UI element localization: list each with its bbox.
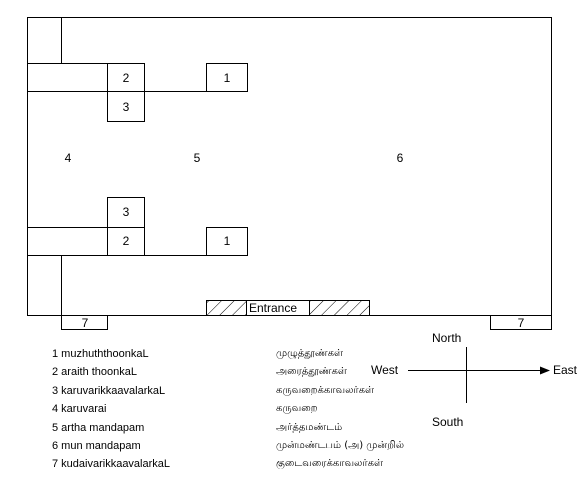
pillar-bottom-upper: 3	[107, 197, 145, 228]
karuvarai-label: 4	[65, 151, 72, 165]
pillar-top-lower-label: 3	[123, 100, 130, 114]
legend: 1 muzhuththoonkaL முழுத்தூண்கள் 2 araith…	[52, 345, 404, 474]
pillar-top-right: 1	[206, 63, 248, 92]
legend-item: 1 muzhuththoonkaL முழுத்தூண்கள்	[52, 345, 404, 363]
legend-item: 5 artha mandapam அர்த்தமண்டம்	[52, 419, 404, 437]
legend-item-tamil: கருவறைக்காவலர்கள்	[276, 384, 375, 396]
temple-floor-plan: 2 3 1 3 2 1 4 5 6 Entrance 7 7	[27, 17, 552, 330]
pillar-top-middle-label: 2	[123, 71, 130, 85]
entrance-hatch-right	[309, 300, 370, 316]
pillar-bottom-right: 1	[206, 227, 248, 256]
pillar-bottom-upper-label: 3	[123, 205, 130, 219]
pillar-bottom-right-label: 1	[224, 234, 231, 248]
guardian-left-label: 7	[82, 316, 89, 330]
legend-item-english: 5 artha mandapam	[52, 421, 145, 434]
legend-item: 3 karuvarikkaavalarkaL கருவறைக்காவலர்கள்	[52, 382, 404, 400]
compass-south: South	[432, 415, 463, 429]
legend-item-tamil: முழுத்தூண்கள்	[276, 348, 343, 359]
pillar-top-middle: 2	[107, 63, 145, 92]
entrance: Entrance	[206, 300, 370, 316]
legend-item: 6 mun mandapam முன்மண்டபம் (அ) முன்றில்	[52, 437, 404, 455]
outer-wall	[27, 17, 552, 316]
legend-item-tamil: முன்மண்டபம் (அ) முன்றில்	[276, 440, 404, 452]
legend-item-tamil: அரைத்தூண்கள்	[276, 366, 347, 378]
compass-east: East	[553, 363, 578, 377]
legend-item-english: 4 karuvarai	[52, 403, 107, 416]
compass-north: North	[432, 331, 461, 345]
east-arrow-icon	[540, 366, 550, 375]
pillar-bottom-middle-label: 2	[123, 234, 130, 248]
legend-item-english: 2 araith thoonkaL	[52, 366, 138, 379]
guardian-right: 7	[490, 315, 552, 330]
legend-item: 4 karuvarai கருவறை	[52, 400, 404, 418]
guardian-left: 7	[61, 315, 108, 330]
legend-item-english: 6 mun mandapam	[52, 440, 141, 453]
bottom-left-ledge	[27, 227, 108, 256]
legend-item-tamil: அர்த்தமண்டம்	[276, 421, 343, 433]
compass: North South West East	[371, 331, 578, 429]
entrance-hatch-left	[206, 300, 247, 316]
legend-item-tamil: கருவறை	[276, 403, 318, 415]
compass-west: West	[371, 363, 399, 377]
legend-item: 7 kudaivarikkaavalarkaL குடைவரைக்காவலர்க…	[52, 455, 404, 473]
legend-item-english: 7 kudaivarikkaavalarkaL	[52, 458, 171, 471]
legend-item: 2 araith thoonkaL அரைத்தூண்கள்	[52, 363, 404, 381]
legend-item-english: 1 muzhuththoonkaL	[52, 348, 149, 360]
pillar-top-right-label: 1	[224, 71, 231, 85]
pillar-top-lower: 3	[107, 91, 145, 122]
top-left-ledge	[27, 63, 108, 92]
mun-mandapam-label: 6	[397, 151, 404, 165]
legend-item-tamil: குடைவரைக்காவலர்கள்	[276, 458, 383, 470]
pillar-bottom-middle: 2	[107, 227, 145, 256]
guardian-right-label: 7	[518, 316, 525, 330]
legend-item-english: 3 karuvarikkaavalarkaL	[52, 384, 166, 397]
entrance-label: Entrance	[249, 301, 297, 315]
artha-mandapam-label: 5	[194, 151, 201, 165]
